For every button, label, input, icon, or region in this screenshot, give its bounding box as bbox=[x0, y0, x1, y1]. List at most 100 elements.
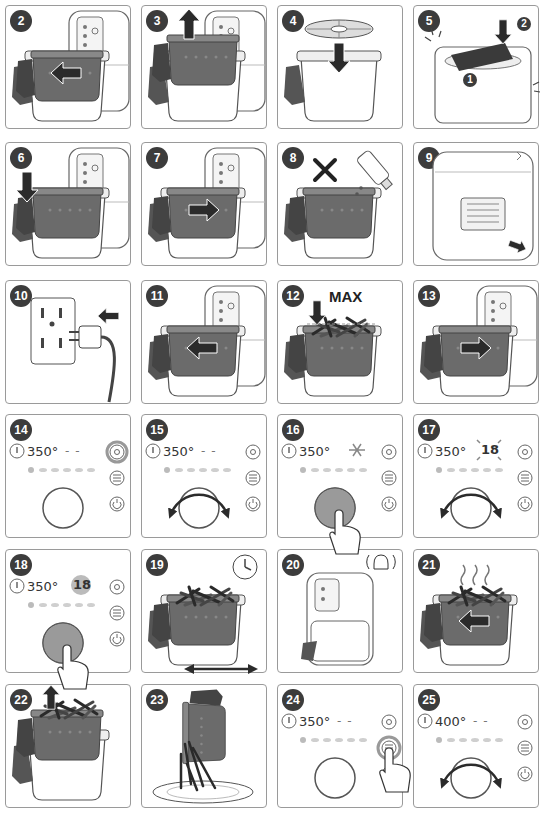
step-24-art bbox=[282, 714, 396, 798]
step-20-art bbox=[321, 587, 325, 591]
step-25-art bbox=[443, 765, 499, 784]
temperature-readout: 350° bbox=[435, 444, 466, 459]
step-17-art bbox=[477, 440, 501, 460]
step-12-art bbox=[313, 318, 369, 336]
step-21-art bbox=[420, 565, 517, 665]
step-20-art bbox=[315, 579, 339, 611]
step-11-art bbox=[187, 337, 217, 359]
step-3-art bbox=[152, 35, 239, 85]
step-17-art bbox=[418, 444, 532, 528]
step-number: 24 bbox=[282, 689, 304, 711]
step-11-art bbox=[148, 286, 265, 396]
step-4-art bbox=[331, 26, 347, 32]
step-number: 7 bbox=[146, 147, 168, 169]
step-number: 15 bbox=[146, 419, 168, 441]
step-23-art bbox=[183, 690, 226, 764]
step-25-art bbox=[418, 714, 532, 798]
step-21-art bbox=[459, 610, 489, 632]
step-9-art bbox=[467, 204, 499, 222]
step-9-art bbox=[433, 152, 533, 260]
step-number: 14 bbox=[10, 419, 32, 441]
step-2-art bbox=[16, 51, 103, 101]
step-2-art bbox=[51, 62, 81, 84]
temperature-readout: 350° bbox=[299, 714, 330, 729]
step-8-art bbox=[355, 192, 359, 196]
step-19-art bbox=[148, 595, 245, 665]
step-13-art bbox=[420, 326, 517, 396]
step-7-art bbox=[189, 199, 219, 221]
step-2-art bbox=[12, 51, 109, 121]
step-21-art bbox=[449, 587, 505, 605]
step-9-art bbox=[507, 237, 528, 256]
step-11-art bbox=[148, 326, 245, 396]
step-22-art bbox=[42, 685, 60, 709]
step-17-art bbox=[443, 495, 499, 514]
step-10-art bbox=[98, 308, 119, 323]
temperature-readout: 350° bbox=[299, 444, 330, 459]
step-8-art bbox=[315, 160, 335, 180]
step-20-art bbox=[367, 555, 396, 569]
step-number: 2 bbox=[10, 10, 32, 32]
time-readout: 18 bbox=[73, 577, 91, 592]
step-number: 19 bbox=[146, 554, 168, 576]
step-10-art bbox=[31, 298, 119, 402]
max-mark: MAX bbox=[329, 288, 362, 305]
step-16-art bbox=[330, 510, 360, 554]
step-18-art bbox=[58, 645, 88, 689]
step-13-art bbox=[424, 326, 511, 376]
step-6-art bbox=[12, 148, 129, 258]
step-13-art bbox=[420, 286, 537, 396]
step-8-art bbox=[381, 178, 392, 189]
step-23-art bbox=[153, 690, 253, 803]
step-10-art bbox=[41, 308, 44, 318]
temperature-readout: 350° bbox=[163, 444, 194, 459]
callout-number: 1 bbox=[463, 73, 477, 87]
time-readout: - - bbox=[337, 714, 352, 728]
step-9-art bbox=[517, 152, 521, 160]
step-5-art bbox=[451, 43, 513, 71]
step-number: 8 bbox=[282, 147, 304, 169]
step-number: 22 bbox=[10, 689, 32, 711]
step-2-art bbox=[12, 11, 129, 121]
step-21-art bbox=[420, 595, 517, 665]
step-6-art bbox=[16, 172, 38, 202]
temperature-readout: 400° bbox=[435, 714, 466, 729]
step-4-art bbox=[305, 20, 373, 38]
step-23-art bbox=[183, 690, 226, 764]
step-3-art bbox=[148, 9, 265, 121]
step-10-art bbox=[41, 338, 44, 348]
step-number: 11 bbox=[146, 285, 168, 307]
step-7-art bbox=[148, 148, 265, 258]
step-20-art bbox=[307, 573, 373, 665]
time-readout: 18 bbox=[481, 442, 499, 457]
step-number: 10 bbox=[10, 285, 32, 307]
step-15-art bbox=[146, 444, 260, 528]
time-readout: - - bbox=[65, 444, 80, 458]
step-17-art bbox=[418, 440, 532, 528]
step-3-art bbox=[178, 9, 200, 39]
step-9-art bbox=[433, 152, 533, 260]
step-8-art bbox=[288, 188, 375, 238]
step-20-art bbox=[301, 555, 395, 665]
step-5-art bbox=[425, 28, 540, 92]
step-10-art bbox=[79, 326, 101, 348]
step-7-art bbox=[148, 188, 245, 258]
step-10-art bbox=[59, 308, 62, 318]
time-readout: - - bbox=[473, 714, 488, 728]
step-10-art bbox=[101, 337, 114, 402]
step-8-art bbox=[284, 188, 381, 258]
step-number: 25 bbox=[418, 689, 440, 711]
step-25-art bbox=[418, 714, 532, 798]
step-8-art bbox=[356, 150, 395, 192]
step-number: 17 bbox=[418, 419, 440, 441]
step-14-art bbox=[10, 442, 127, 528]
step-8-art bbox=[359, 186, 363, 190]
temperature-readout: 350° bbox=[27, 444, 58, 459]
step-11-art bbox=[152, 326, 239, 376]
step-4-art bbox=[284, 20, 381, 121]
step-23-art bbox=[181, 742, 215, 790]
step-14-art bbox=[107, 442, 127, 462]
